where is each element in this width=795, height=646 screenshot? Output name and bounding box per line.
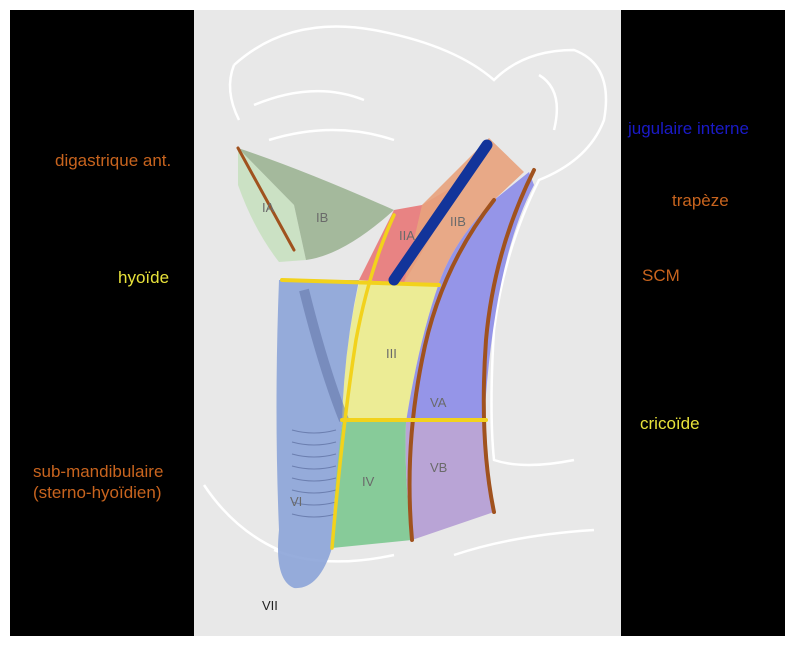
label-IIB: IIB [450, 214, 466, 229]
label-VB: VB [430, 460, 447, 475]
hyoid-label: hyoïde [118, 268, 169, 288]
level-VB-region [406, 422, 494, 540]
label-VA: VA [430, 395, 447, 410]
neck-levels-diagram: IA IB IIA IIB III VA IV VB VI VII [194, 10, 621, 636]
label-III: III [386, 346, 397, 361]
cricoid-label: cricoïde [640, 414, 700, 434]
trapezius-label: trapèze [672, 191, 729, 211]
label-VII: VII [262, 598, 278, 613]
label-IIA: IIA [399, 228, 415, 243]
scm-label: SCM [642, 266, 680, 286]
submandibular-label-line2: (sterno-hyoïdien) [33, 483, 162, 503]
digastric-label: digastrique ant. [55, 151, 171, 171]
label-VI: VI [290, 494, 302, 509]
label-IB: IB [316, 210, 328, 225]
submandibular-label-line1: sub-mandibulaire [33, 462, 163, 482]
label-IA: IA [262, 200, 275, 215]
jugular-label: jugulaire interne [628, 119, 749, 139]
label-IV: IV [362, 474, 375, 489]
